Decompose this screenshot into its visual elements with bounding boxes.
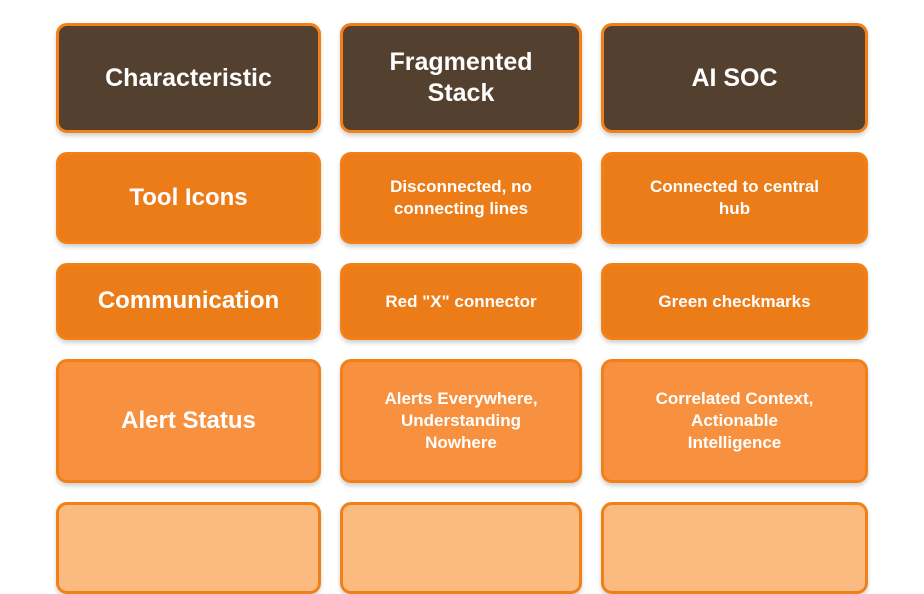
row-partial-label bbox=[56, 502, 321, 594]
row-partial-fragmented-stack bbox=[340, 502, 582, 594]
row-alert-status-label: Alert Status bbox=[56, 359, 321, 483]
row-tool-icons-label: Tool Icons bbox=[56, 152, 321, 244]
row-tool-icons-ai-soc: Connected to central hub bbox=[601, 152, 868, 244]
row-communication-fragmented-stack: Red "X" connector bbox=[340, 263, 582, 340]
comparison-table: Characteristic Fragmented Stack AI SOC T… bbox=[56, 23, 868, 594]
header-cell-characteristic: Characteristic bbox=[56, 23, 321, 133]
row-communication-label: Communication bbox=[56, 263, 321, 340]
row-communication-ai-soc: Green checkmarks bbox=[601, 263, 868, 340]
row-alert-status-ai-soc: Correlated Context, Actionable Intellige… bbox=[601, 359, 868, 483]
header-cell-fragmented-stack: Fragmented Stack bbox=[340, 23, 582, 133]
row-partial-ai-soc bbox=[601, 502, 868, 594]
header-cell-ai-soc: AI SOC bbox=[601, 23, 868, 133]
row-tool-icons-fragmented-stack: Disconnected, no connecting lines bbox=[340, 152, 582, 244]
row-alert-status-fragmented-stack: Alerts Everywhere, Understanding Nowhere bbox=[340, 359, 582, 483]
